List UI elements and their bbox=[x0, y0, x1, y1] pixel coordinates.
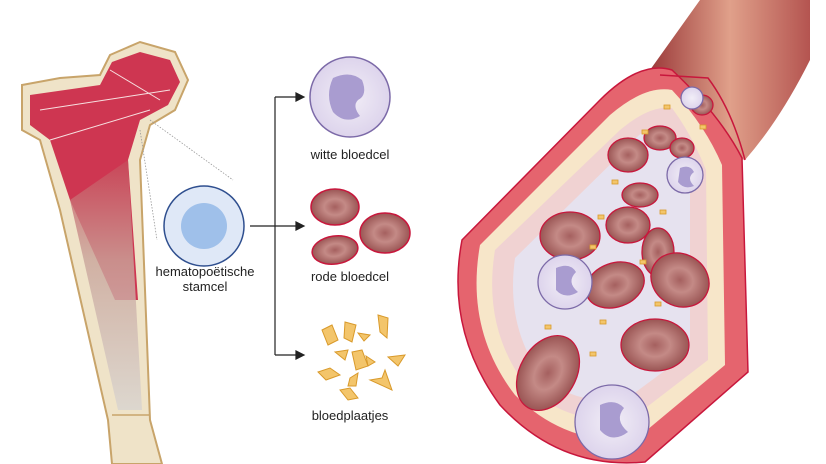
vessel-platelets bbox=[544, 104, 707, 357]
zoom-guide-lines bbox=[139, 119, 234, 241]
vessel-red-cells bbox=[515, 94, 714, 412]
platelets-label: bloedplaatjes bbox=[311, 408, 389, 423]
red-cell-label: rode bloedcel bbox=[310, 269, 390, 284]
vessel-white-cells bbox=[537, 86, 704, 460]
white-blood-cell bbox=[309, 56, 391, 138]
white-cell-label: witte bloedcel bbox=[310, 147, 390, 162]
stem-cell bbox=[163, 185, 245, 267]
stem-cell-label: hematopoëtische stamcel bbox=[155, 264, 255, 294]
platelets bbox=[317, 314, 406, 401]
femur-bone bbox=[21, 40, 190, 464]
red-blood-cells bbox=[310, 188, 411, 265]
differentiation-arrows bbox=[250, 92, 306, 360]
